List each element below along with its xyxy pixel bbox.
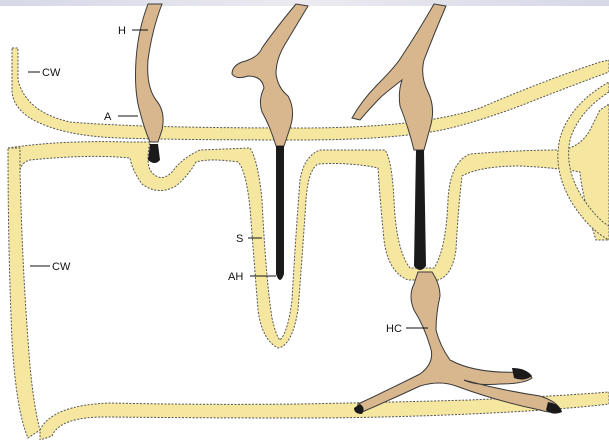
label-ah: AH (228, 271, 243, 283)
appressorium-core (148, 144, 160, 163)
label-a: A (104, 111, 112, 123)
right-haustorium-core (414, 150, 426, 270)
label-h: H (118, 25, 126, 37)
label-hc: HC (386, 323, 402, 335)
label-cw-left: CW (52, 261, 71, 273)
label-s: S (236, 233, 243, 245)
middle-haustorium-core (276, 146, 284, 280)
label-cw-top: CW (42, 67, 61, 79)
